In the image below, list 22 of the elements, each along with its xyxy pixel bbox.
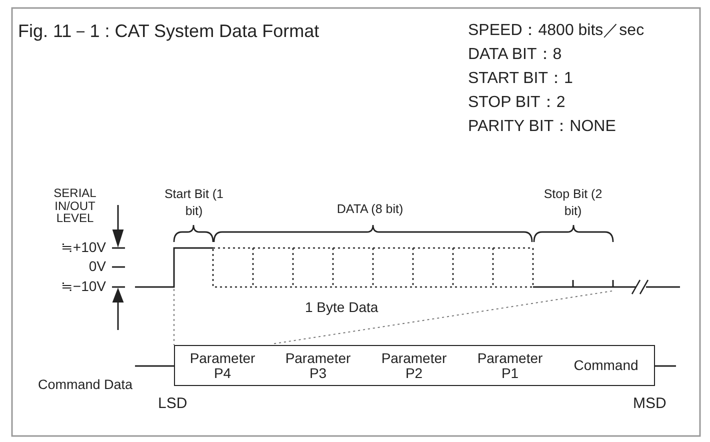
byte-label: 1 Byte Data	[305, 300, 378, 316]
data-field-box: Parameter P3	[270, 345, 367, 386]
end-label: LSD	[158, 396, 188, 412]
data-field-box: Parameter P2	[366, 345, 463, 386]
data-field-box: Parameter P4	[174, 345, 271, 386]
data-field-box: Command	[558, 345, 655, 386]
bit-label: Stop Bit (2 bit)	[543, 186, 603, 220]
level-label: 0V	[88, 259, 106, 274]
level-label: ≒−10V	[60, 279, 106, 294]
row-label: Command Data	[38, 378, 133, 393]
end-label: MSD	[633, 396, 666, 412]
axis-label: SERIAL IN/OUT LEVEL	[52, 187, 98, 225]
spec-text: PARITY BIT：NONE	[468, 118, 616, 136]
spec-text: START BIT：1	[468, 70, 573, 88]
spec-text: SPEED：4800 bits／sec	[468, 22, 644, 40]
level-label: ≒+10V	[60, 240, 106, 256]
bit-label: DATA (8 bit)	[336, 203, 404, 217]
data-field-box: Parameter P1	[462, 345, 559, 386]
figure-title: Fig. 11－1 : CAT System Data Format	[18, 22, 320, 42]
bit-label: Start Bit (1 bit)	[163, 186, 225, 220]
spec-text: DATA BIT：8	[468, 46, 562, 64]
spec-text: STOP BIT：2	[468, 94, 566, 112]
